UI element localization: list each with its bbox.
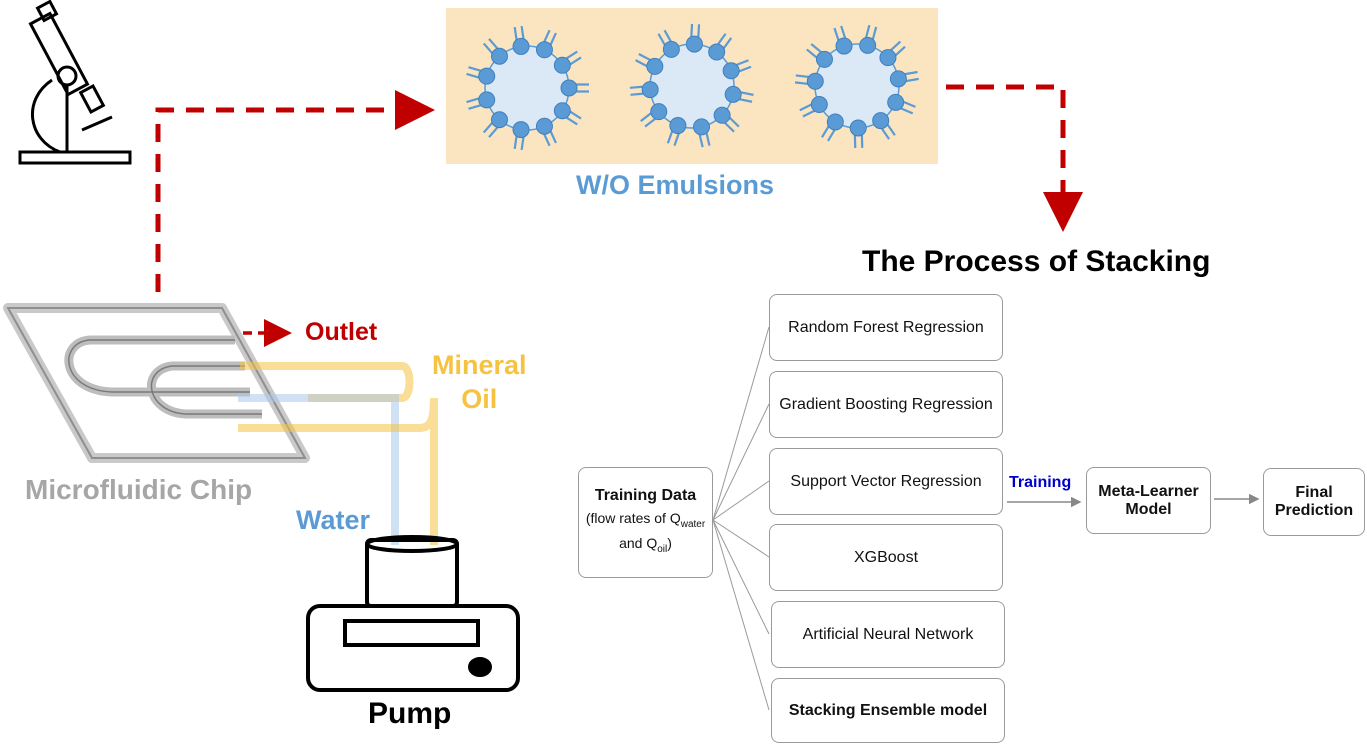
tubing bbox=[238, 362, 438, 545]
pump-label: Pump bbox=[368, 697, 452, 730]
training-data-title: Training Data bbox=[594, 486, 697, 504]
emulsion-droplet bbox=[794, 24, 919, 149]
connector-line bbox=[712, 403, 770, 521]
microfluidic-chip-icon bbox=[3, 303, 310, 463]
chip-label: Microfluidic Chip bbox=[25, 474, 253, 505]
meta-learner-box: Meta-Learner Model bbox=[1086, 467, 1211, 534]
stacking-title: The Process of Stacking bbox=[862, 245, 1211, 278]
connector-line bbox=[712, 480, 770, 521]
mineral-oil-label: Mineral Oil bbox=[432, 348, 527, 416]
model-connectors bbox=[712, 326, 770, 711]
connector-line bbox=[712, 519, 770, 635]
mineral-label: Mineral bbox=[432, 350, 527, 380]
emulsion-droplet bbox=[466, 25, 589, 151]
training-data-line1: (flow rates of Qwater bbox=[585, 509, 706, 530]
model-box-svr: Support Vector Regression bbox=[769, 448, 1003, 515]
connector-line bbox=[712, 519, 770, 711]
emulsion-droplet bbox=[629, 23, 754, 148]
emulsion-droplets bbox=[466, 23, 919, 151]
outlet-label: Outlet bbox=[305, 318, 378, 346]
final-prediction-box: Final Prediction bbox=[1263, 468, 1365, 536]
flow-arrows bbox=[155, 84, 1083, 347]
model-box-xgboost: XGBoost bbox=[769, 524, 1003, 591]
pump-icon bbox=[306, 535, 520, 692]
training-data-box: Training Data (flow rates of Qwater and … bbox=[578, 467, 713, 578]
water-label: Water bbox=[296, 505, 371, 535]
microscope-icon bbox=[18, 0, 132, 165]
model-box-stacking: Stacking Ensemble model bbox=[771, 678, 1005, 743]
emulsions-title: W/O Emulsions bbox=[576, 170, 775, 200]
connector-line bbox=[712, 326, 770, 521]
connector-line bbox=[712, 519, 770, 558]
oil-label: Oil bbox=[461, 384, 498, 414]
training-data-line2: and Qoil) bbox=[619, 534, 672, 555]
model-box-random-forest: Random Forest Regression bbox=[769, 294, 1003, 361]
model-box-ann: Artificial Neural Network bbox=[771, 601, 1005, 668]
model-box-gradient-boosting: Gradient Boosting Regression bbox=[769, 371, 1003, 438]
training-label: Training bbox=[1009, 474, 1072, 491]
